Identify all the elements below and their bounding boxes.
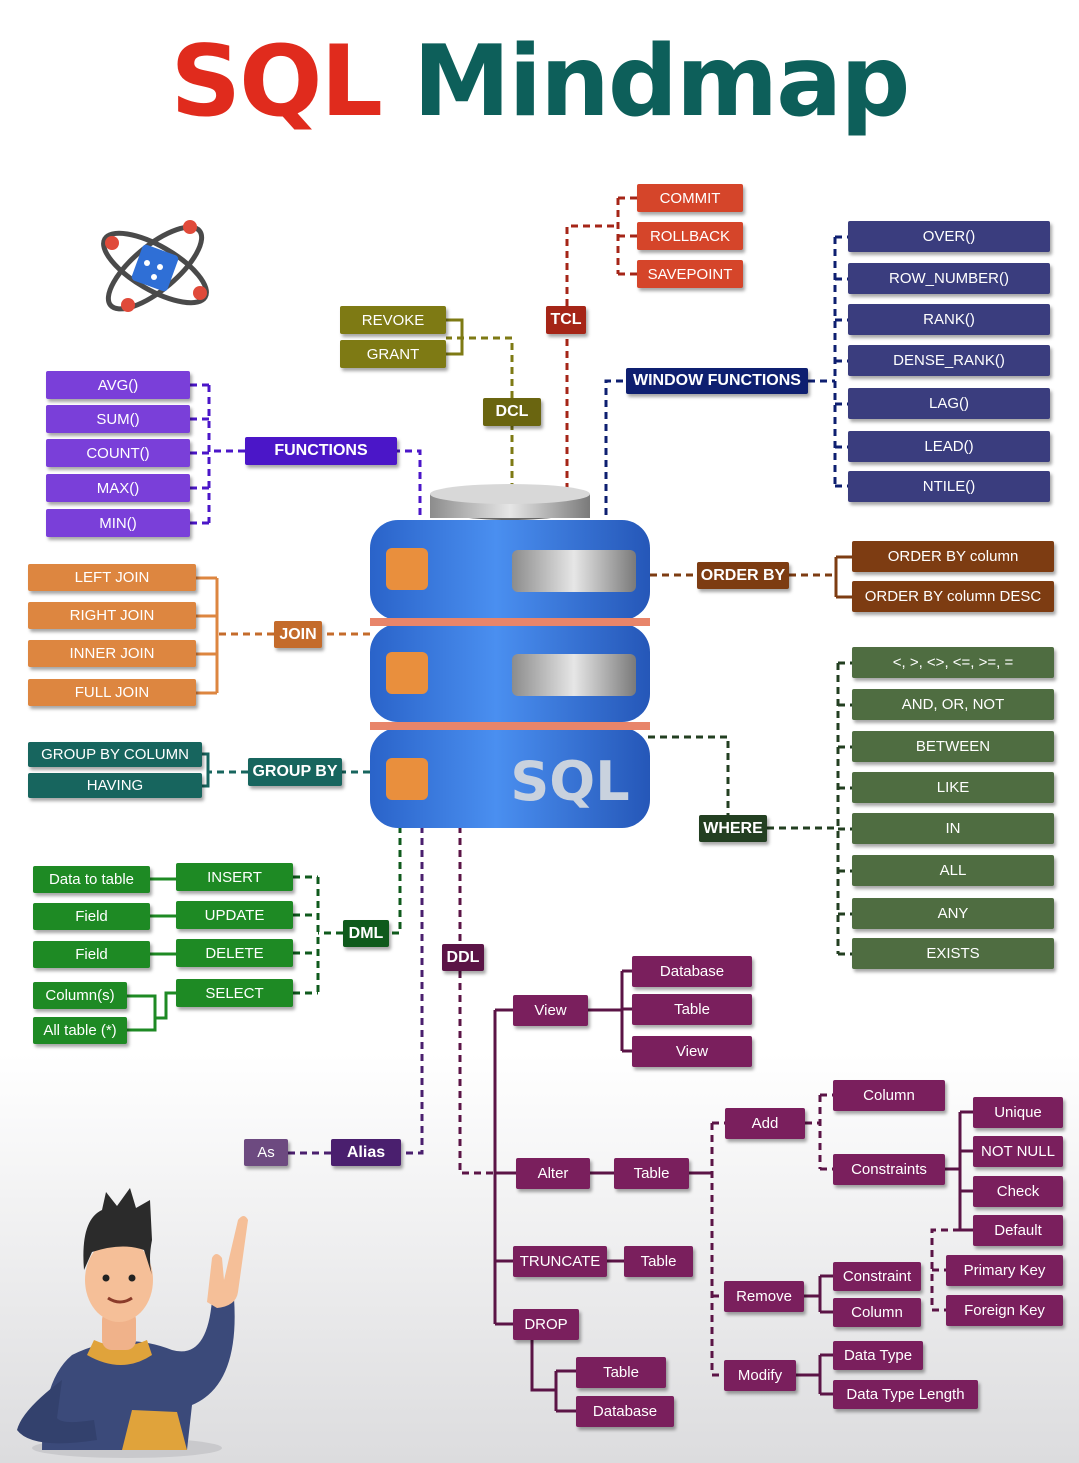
join-item-inner: INNER JOIN [28, 640, 196, 667]
hub-join: JOIN [274, 621, 322, 648]
ddl-modify-data-type-length: Data Type Length [833, 1380, 978, 1409]
ddl-view-item-table: Table [632, 994, 752, 1025]
dml-command-select: SELECT [176, 979, 293, 1007]
ddl-drop: DROP [513, 1309, 579, 1340]
where-item-and-or-not: AND, OR, NOT [852, 689, 1054, 720]
ddl-truncate-table: Table [624, 1246, 693, 1277]
ddl-modify-data-type: Data Type [833, 1341, 923, 1370]
hub-tcl: TCL [546, 306, 586, 334]
function-item-count: COUNT() [46, 439, 190, 467]
atom-icon [101, 220, 209, 312]
window-item-rank: RANK() [848, 304, 1050, 335]
join-item-right: RIGHT JOIN [28, 602, 196, 629]
ddl-constraints: Constraints [833, 1154, 945, 1185]
window-item-lead: LEAD() [848, 431, 1050, 462]
hub-window-functions: WINDOW FUNCTIONS [626, 368, 808, 394]
ddl-drop-database: Database [576, 1396, 674, 1427]
ddl-view-item-view: View [632, 1036, 752, 1067]
ddl-alter: Alter [516, 1158, 590, 1189]
ddl-truncate: TRUNCATE [513, 1246, 607, 1277]
dml-target-field-update: Field [33, 903, 150, 930]
ddl-add-column: Column [833, 1080, 945, 1111]
dml-target-columns: Column(s) [33, 982, 127, 1009]
ddl-add: Add [725, 1108, 805, 1139]
window-item-over: OVER() [848, 221, 1050, 252]
ddl-constraint-check: Check [973, 1176, 1063, 1207]
where-item-comparison: <, >, <>, <=, >=, = [852, 647, 1054, 678]
tcl-item-commit: COMMIT [637, 184, 743, 212]
group-item-having: HAVING [28, 773, 202, 798]
where-item-like: LIKE [852, 772, 1054, 803]
function-item-avg: AVG() [46, 371, 190, 399]
hub-group-by: GROUP BY [248, 758, 342, 786]
dcl-item-revoke: REVOKE [340, 306, 446, 334]
dml-target-all-table: All table (*) [33, 1017, 127, 1044]
ddl-constraint-not-null: NOT NULL [973, 1136, 1063, 1167]
hub-ddl: DDL [442, 944, 484, 971]
ddl-constraint-default: Default [973, 1215, 1063, 1246]
order-item-column-desc: ORDER BY column DESC [852, 581, 1054, 612]
group-item-column: GROUP BY COLUMN [28, 742, 202, 767]
pointing-character-illustration [17, 1188, 248, 1458]
ddl-view: View [513, 995, 588, 1026]
ddl-modify: Modify [724, 1360, 796, 1391]
ddl-view-item-database: Database [632, 956, 752, 987]
hub-dml: DML [343, 920, 389, 947]
hub-dcl: DCL [483, 398, 541, 426]
tcl-item-savepoint: SAVEPOINT [637, 260, 743, 288]
window-item-lag: LAG() [848, 388, 1050, 419]
dml-target-data-to-table: Data to table [33, 866, 150, 893]
dml-target-field-delete: Field [33, 941, 150, 968]
join-item-full: FULL JOIN [28, 679, 196, 706]
title-mindmap: Mindmap [413, 25, 910, 139]
ddl-constraint-foreign-key: Foreign Key [946, 1295, 1063, 1326]
function-item-max: MAX() [46, 474, 190, 502]
title-sql: SQL [170, 25, 383, 139]
ddl-constraint-primary-key: Primary Key [946, 1255, 1063, 1286]
order-item-column: ORDER BY column [852, 541, 1054, 572]
ddl-remove: Remove [724, 1281, 804, 1312]
where-item-between: BETWEEN [852, 731, 1054, 762]
ddl-drop-table: Table [576, 1357, 666, 1388]
ddl-remove-column: Column [833, 1298, 921, 1327]
window-item-dense-rank: DENSE_RANK() [848, 345, 1050, 376]
hub-order-by: ORDER BY [697, 562, 789, 589]
where-item-any: ANY [852, 898, 1054, 929]
ddl-constraint-unique: Unique [973, 1097, 1063, 1128]
function-item-sum: SUM() [46, 405, 190, 433]
hub-functions: FUNCTIONS [245, 437, 397, 465]
dml-command-update: UPDATE [176, 901, 293, 929]
database-label: SQL [510, 750, 629, 813]
where-item-all: ALL [852, 855, 1054, 886]
where-item-in: IN [852, 813, 1054, 844]
hub-where: WHERE [699, 815, 767, 842]
window-item-row-number: ROW_NUMBER() [848, 263, 1050, 294]
dcl-item-grant: GRANT [340, 340, 446, 368]
where-item-exists: EXISTS [852, 938, 1054, 969]
join-item-left: LEFT JOIN [28, 564, 196, 591]
window-item-ntile: NTILE() [848, 471, 1050, 502]
function-item-min: MIN() [46, 509, 190, 537]
hub-alias: Alias [331, 1139, 401, 1166]
tcl-item-rollback: ROLLBACK [637, 222, 743, 250]
ddl-alter-table: Table [614, 1158, 689, 1189]
ddl-remove-constraint: Constraint [833, 1262, 921, 1291]
dml-command-delete: DELETE [176, 939, 293, 967]
alias-item-as: As [244, 1139, 288, 1166]
page-title: SQL Mindmap [0, 22, 1079, 142]
database-stack-icon: SQL [370, 484, 650, 828]
dml-command-insert: INSERT [176, 863, 293, 891]
